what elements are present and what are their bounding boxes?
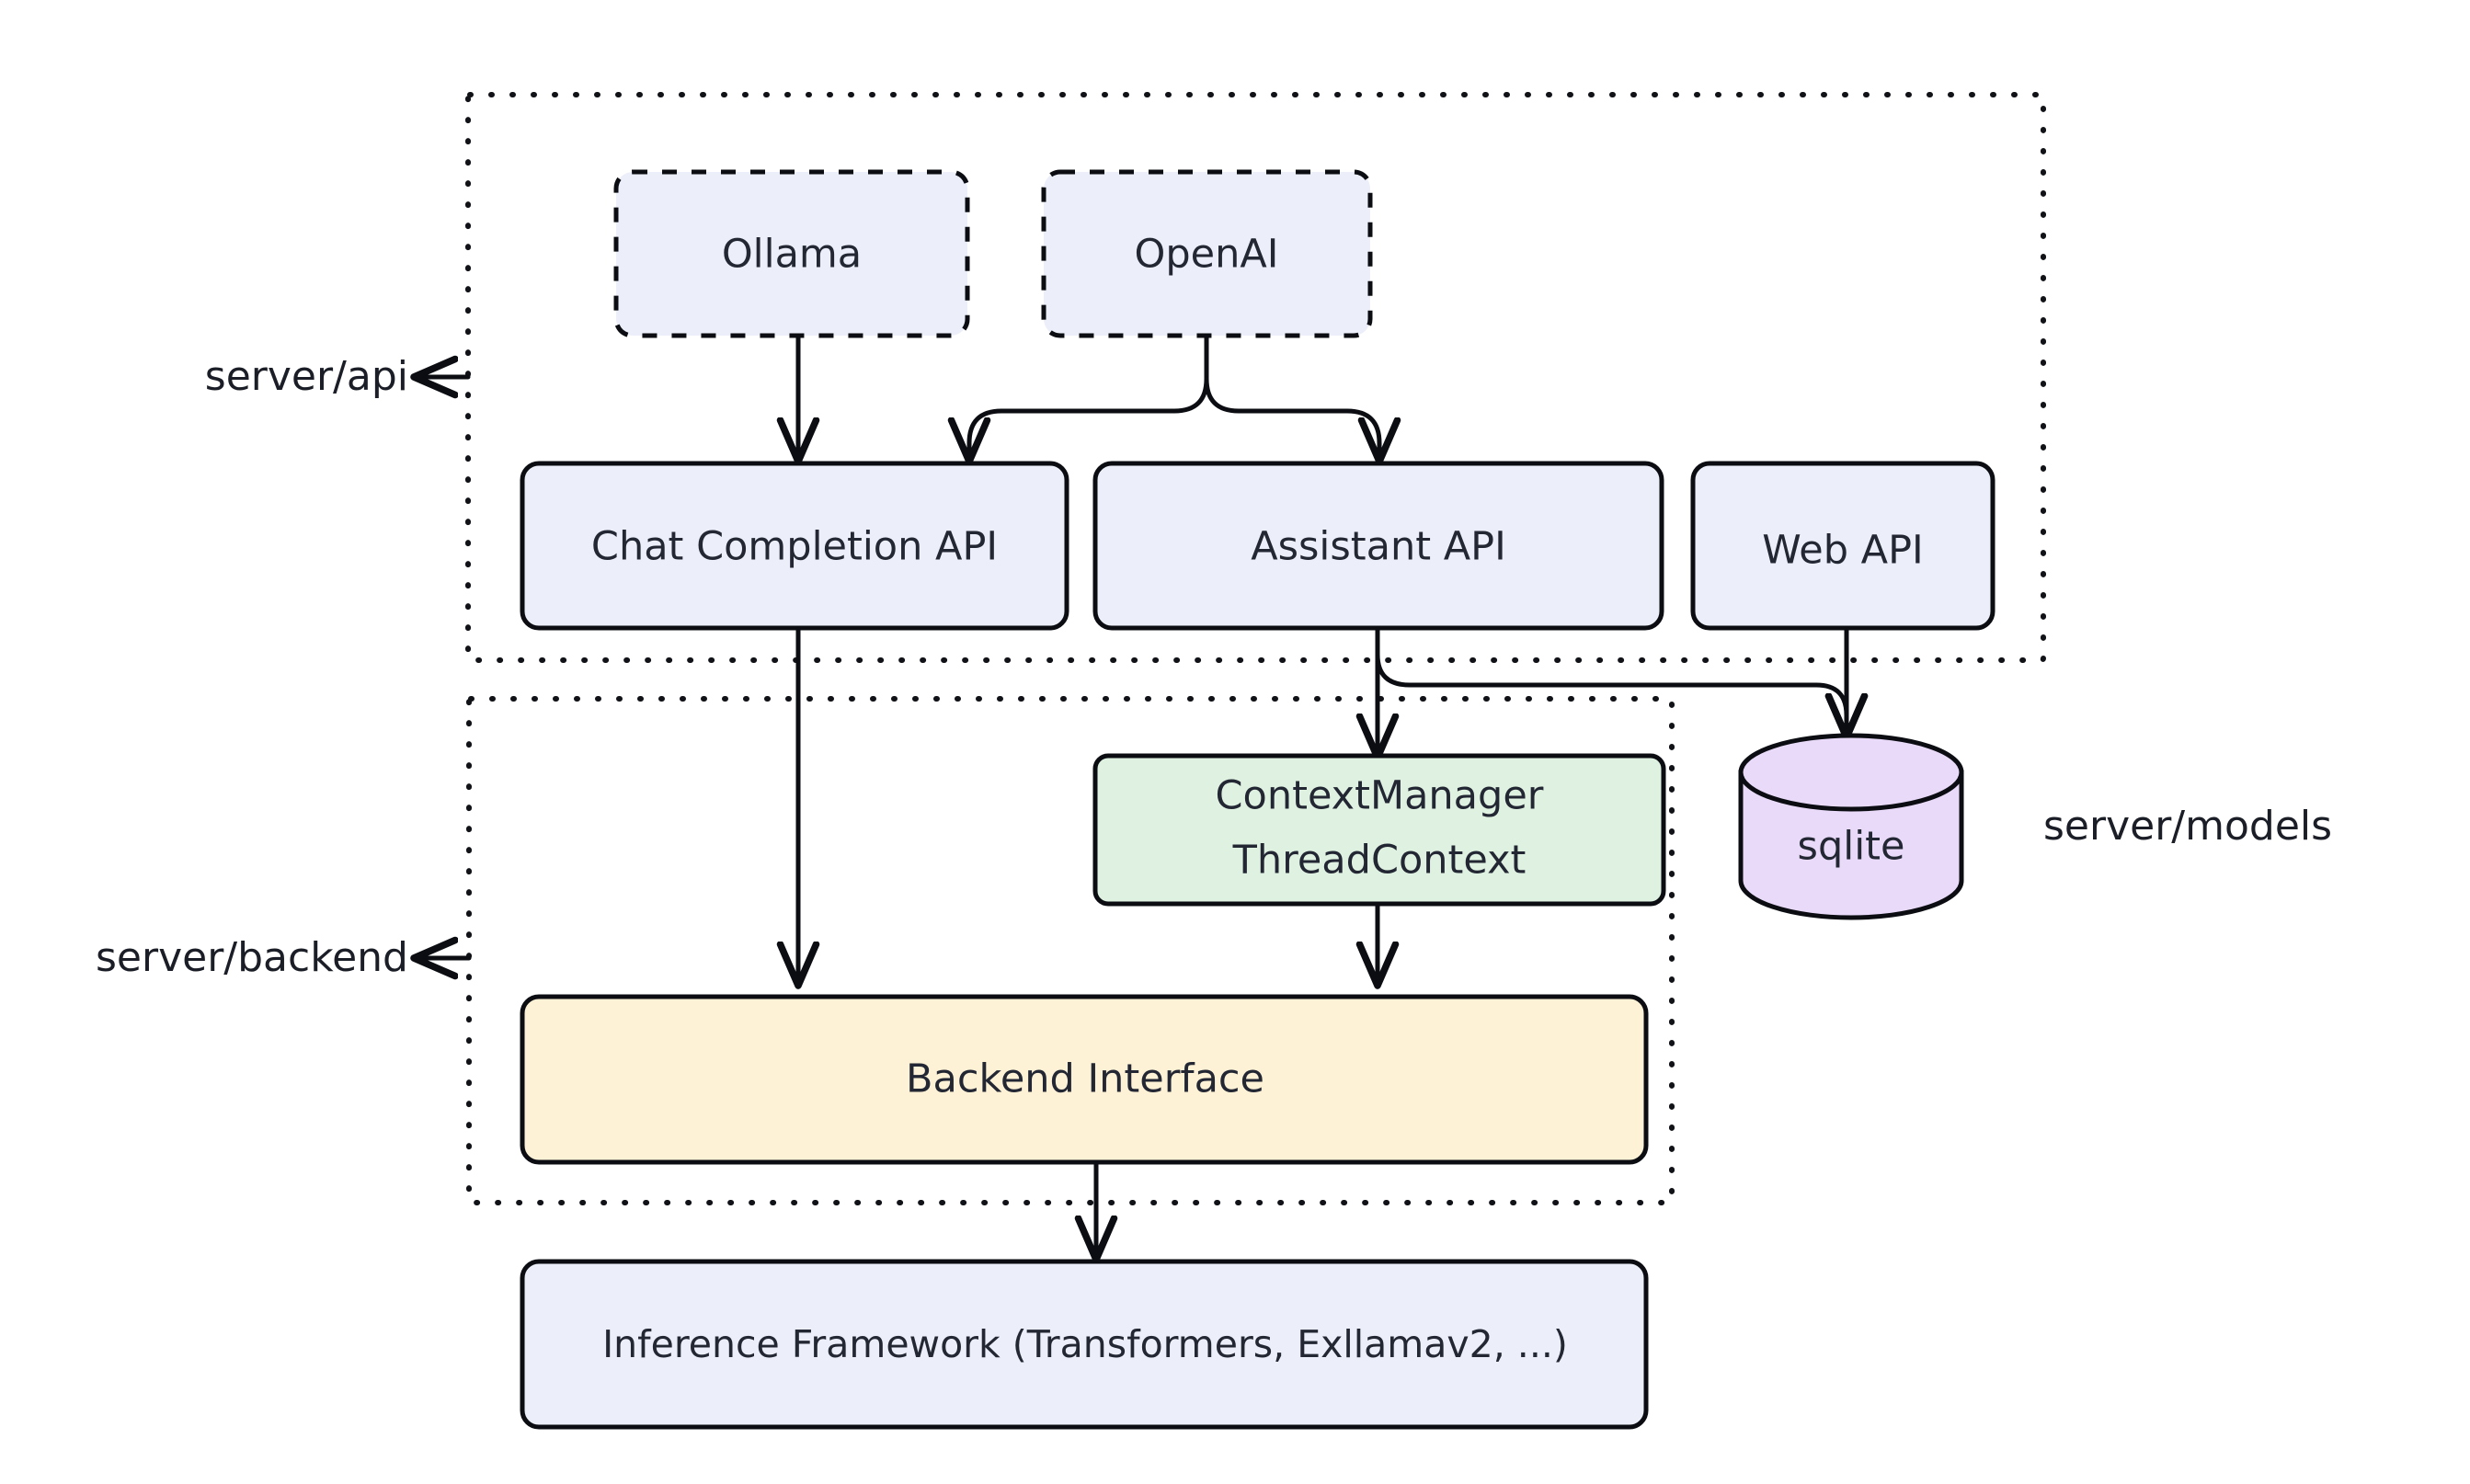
node-web-api[interactable]: Web API: [1690, 461, 1995, 631]
node-backend-interface-label: Backend Interface: [906, 1056, 1264, 1102]
node-sqlite-label: sqlite: [1798, 824, 1905, 870]
edge-assistant-api-to-sqlite: [1375, 652, 1847, 736]
edge-openai-to-chat-api: [969, 376, 1209, 460]
node-context-manager-label-line2: ThreadContext: [1232, 838, 1527, 884]
node-context-manager[interactable]: ContextManager ThreadContext: [1092, 753, 1666, 907]
node-sqlite-top-cap: [1738, 733, 1964, 812]
group-container-server-api: [465, 92, 2046, 663]
node-openai[interactable]: OpenAI: [1041, 169, 1373, 338]
node-assistant-api-label: Assistant API: [1251, 524, 1506, 570]
node-inference-framework[interactable]: Inference Framework (Transformers, Exlla…: [520, 1259, 1649, 1430]
node-assistant-api[interactable]: Assistant API: [1092, 461, 1664, 631]
node-sqlite-body[interactable]: [1738, 770, 1964, 920]
node-chat-completion-api-label: Chat Completion API: [591, 524, 998, 570]
node-chat-completion-api-box[interactable]: [520, 461, 1069, 631]
node-ollama-label: Ollama: [722, 232, 862, 278]
node-backend-interface[interactable]: Backend Interface: [520, 994, 1649, 1165]
node-sqlite[interactable]: sqlite: [1738, 733, 1964, 920]
node-openai-label: OpenAI: [1135, 232, 1279, 278]
node-web-api-box[interactable]: [1690, 461, 1995, 631]
node-inference-framework-box[interactable]: [520, 1259, 1649, 1430]
group-container-server-backend: [466, 696, 1675, 1205]
node-context-manager-label-line1: ContextManager: [1216, 773, 1544, 819]
node-backend-interface-box[interactable]: [520, 994, 1649, 1165]
node-chat-completion-api[interactable]: Chat Completion API: [520, 461, 1069, 631]
node-inference-framework-label: Inference Framework (Transformers, Exlla…: [602, 1322, 1568, 1366]
node-web-api-label: Web API: [1762, 528, 1923, 574]
node-assistant-api-box[interactable]: [1092, 461, 1664, 631]
group-label-server-models: server/models: [2043, 803, 2332, 850]
node-openai-box[interactable]: [1041, 169, 1373, 338]
edge-openai-to-assistant-api: [1204, 376, 1379, 460]
node-ollama-box[interactable]: [613, 169, 970, 338]
group-label-server-backend: server/backend: [96, 934, 408, 981]
node-context-manager-box[interactable]: [1092, 753, 1666, 907]
group-label-server-api: server/api: [205, 353, 408, 400]
node-ollama[interactable]: Ollama: [613, 169, 970, 338]
